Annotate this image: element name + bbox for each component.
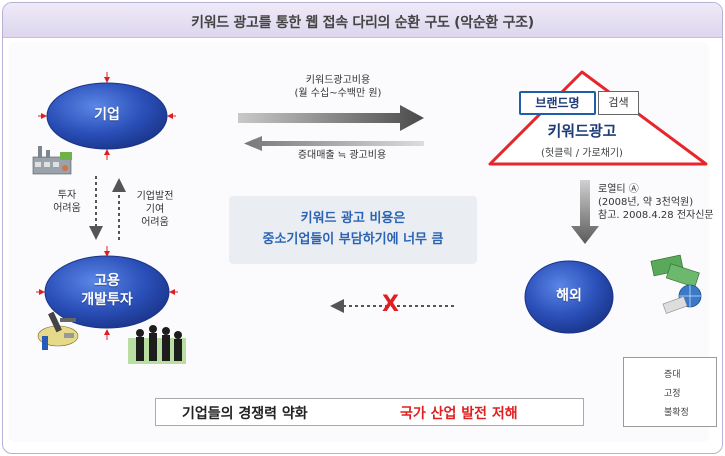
up-flow-label: 기업발전 기여 어려움 — [126, 190, 184, 229]
diagram-title: 키워드 광고를 통한 웹 접속 다리의 순환 구도 (악순환 구조) — [191, 15, 534, 31]
conclusion-left: 기업들의 경쟁력 약화 — [182, 406, 308, 422]
legend-box: 증대 고정 불확정 — [623, 357, 717, 427]
blocked-mark: X — [382, 292, 399, 317]
factory-icon — [32, 146, 72, 175]
title-bar: 키워드 광고를 통한 웹 접속 다리의 순환 구도 (악순환 구조) — [3, 3, 722, 38]
legend-item-fixed: 고정 — [664, 389, 681, 399]
center-message-box: 키워드 광고 비용은 중소기업들이 부담하기에 너무 큼 — [229, 196, 477, 264]
down-flow-line1: 투자 — [57, 190, 77, 201]
ad-cost-line2: (월 수십~수백만 원) — [294, 88, 382, 99]
conclusion-right: 국가 산업 발전 저해 — [400, 406, 518, 422]
ad-cost-line1: 키워드광고비용 — [305, 75, 371, 86]
royalty-line1: 로열티 Ⓐ — [598, 184, 639, 195]
up-flow-line3: 어려움 — [141, 217, 169, 228]
revenue-arrow — [244, 136, 424, 151]
center-message: 키워드 광고 비용은 중소기업들이 부담하기에 너무 큼 — [229, 208, 477, 250]
employment-red-arrows — [36, 246, 178, 340]
company-red-arrows — [38, 72, 176, 160]
employment-line2: 개발투자 — [81, 292, 133, 308]
search-box: 검색 — [598, 91, 639, 115]
employment-line1: 고용 — [94, 273, 120, 289]
money-globe-icon — [650, 254, 702, 314]
up-flow-line1: 기업발전 — [136, 191, 174, 202]
keyword-ad-subtitle: (헛클릭 / 가로채기) — [541, 148, 623, 159]
overseas-ellipse — [524, 260, 614, 334]
ad-cost-label: 키워드광고비용 (월 수십~수백만 원) — [268, 74, 408, 100]
legend-item-uncertain: 불확정 — [664, 408, 689, 418]
keyword-ad-triangle — [488, 70, 708, 166]
people-icon — [128, 325, 186, 364]
brand-name-box: 브랜드명 — [519, 91, 596, 115]
royalty-arrow — [571, 180, 599, 244]
legend-item-increase: 증대 — [664, 370, 681, 380]
down-flow-label: 투자 어려움 — [44, 189, 90, 215]
employment-node-label: 고용 개발투자 — [67, 272, 147, 310]
overseas-node-label: 해외 — [556, 288, 582, 304]
royalty-label: 로열티 Ⓐ (2008년, 약 3천억원) 참고. 2008.4.28 전자신문 — [598, 183, 714, 222]
lab-icon — [37, 311, 79, 350]
ad-cost-arrow — [238, 105, 424, 131]
down-flow-line2: 어려움 — [53, 203, 81, 214]
keyword-ad-title: 키워드광고 — [547, 122, 617, 140]
royalty-line3: 참고. 2008.4.28 전자신문 — [598, 210, 714, 221]
center-message-line2: 중소기업들이 부담하기에 너무 큼 — [262, 232, 444, 247]
conclusion-box: 기업들의 경쟁력 약화 국가 산업 발전 저해 — [155, 398, 584, 426]
company-node-label: 기업 — [94, 107, 120, 123]
center-message-line1: 키워드 광고 비용은 — [300, 211, 406, 226]
up-flow-line2: 기여 — [145, 204, 165, 215]
revenue-label: 증대매출 ≒ 광고비용 — [297, 150, 387, 161]
royalty-line2: (2008년, 약 3천억원) — [598, 197, 694, 208]
